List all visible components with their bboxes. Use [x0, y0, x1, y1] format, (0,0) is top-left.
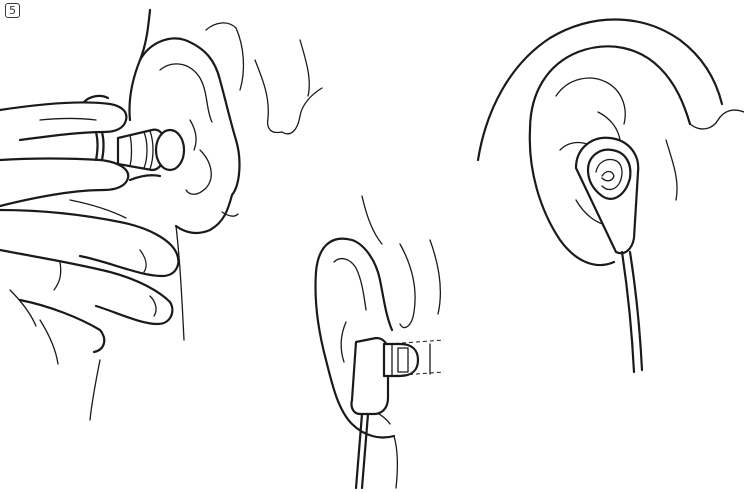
earbud-worn-panel	[478, 20, 744, 373]
earbud-held-drawing	[118, 130, 184, 170]
ear-tip-fit-detail-panel	[315, 196, 444, 488]
worn-earbud-drawing	[576, 138, 642, 372]
left-ear-drawing	[90, 10, 322, 420]
insert-with-fingers-panel	[0, 10, 322, 420]
